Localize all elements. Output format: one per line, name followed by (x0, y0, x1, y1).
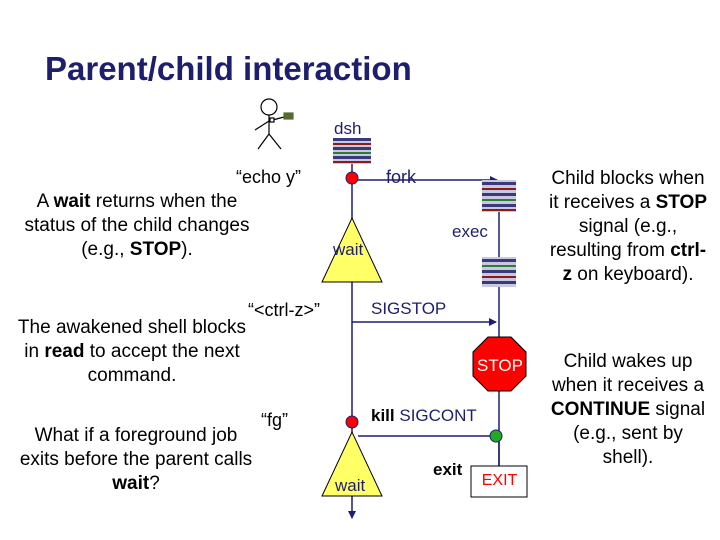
exit-label: exit (433, 460, 463, 479)
stop-sign-icon (472, 336, 527, 392)
child-process-stack-icon (482, 180, 516, 212)
ctrl-z-label: “<ctrl-z>” (248, 300, 320, 320)
fg-point-dot (345, 415, 359, 429)
awakened-shell-note: The awakened shell blocks in read to acc… (17, 317, 247, 386)
fork-label: fork (386, 167, 417, 187)
wait-label-1: wait (333, 240, 364, 259)
exec-label: exec (452, 222, 488, 241)
child-blocks-note: Child blocks when it receives a STOP sig… (548, 168, 708, 285)
wait-triangle-2 (321, 430, 383, 497)
exit-box (470, 465, 528, 498)
kill-sigcont-label: kill SIGCONT (371, 406, 477, 425)
slide-title: Parent/child interaction (45, 50, 412, 87)
stop-sign-label: STOP (477, 356, 523, 375)
dsh-process-stack-icon (333, 138, 371, 164)
fork-point-dot (345, 171, 359, 185)
wait-label-2: wait (335, 476, 366, 495)
wait-returns-note: A wait returns when the status of the ch… (24, 191, 250, 260)
continue-point-dot (489, 429, 503, 443)
dsh-label: dsh (334, 119, 362, 138)
fg-command-label: “fg” (261, 410, 288, 430)
child-wakes-note: Child wakes up when it receives a CONTIN… (550, 351, 706, 468)
user-stick-figure-icon (254, 98, 294, 150)
echo-command-label: “echo y” (236, 167, 302, 187)
foreground-job-question: What if a foreground job exits before th… (19, 425, 253, 494)
exit-box-label: EXIT (481, 472, 518, 489)
sigstop-label: SIGSTOP (371, 299, 447, 318)
wait-triangle-1 (321, 216, 383, 283)
exec-process-stack-icon (482, 257, 516, 287)
